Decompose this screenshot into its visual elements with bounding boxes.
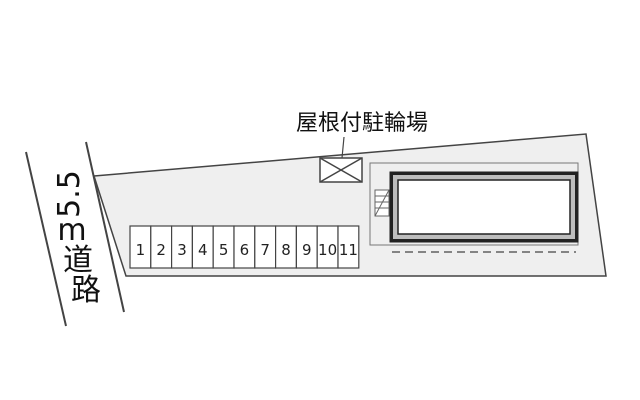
parking-slot-number: 9 (302, 241, 312, 259)
parking-slot-number: 5 (219, 241, 229, 259)
parking-slot-number: 8 (281, 241, 291, 259)
road-name-char-1: 道 (63, 243, 93, 278)
parking-slot-number: 3 (177, 241, 187, 259)
parking-slot-number: 1 (136, 241, 146, 259)
bike-shelter-icon (319, 157, 363, 183)
road-unit-text: m (57, 213, 86, 248)
road-edge-right (85, 141, 125, 313)
parking-slot-number: 6 (240, 241, 250, 259)
road-name-char-2: 路 (71, 273, 101, 308)
building (397, 179, 571, 235)
road-width-text: 5.5 (52, 170, 87, 218)
staircase-icon (374, 189, 390, 217)
parking-slot-number: 11 (339, 241, 358, 259)
bike-shelter-pointer (341, 136, 345, 159)
parking-slot-number: 10 (318, 241, 337, 259)
road-edge-left (25, 151, 67, 327)
parking-slot (337, 225, 360, 269)
parking-slot-number: 4 (198, 241, 208, 259)
bike-shelter-label: 屋根付駐輪場 (296, 111, 428, 136)
parking-slot-number: 7 (260, 241, 270, 259)
parking-slot-number: 2 (156, 241, 166, 259)
